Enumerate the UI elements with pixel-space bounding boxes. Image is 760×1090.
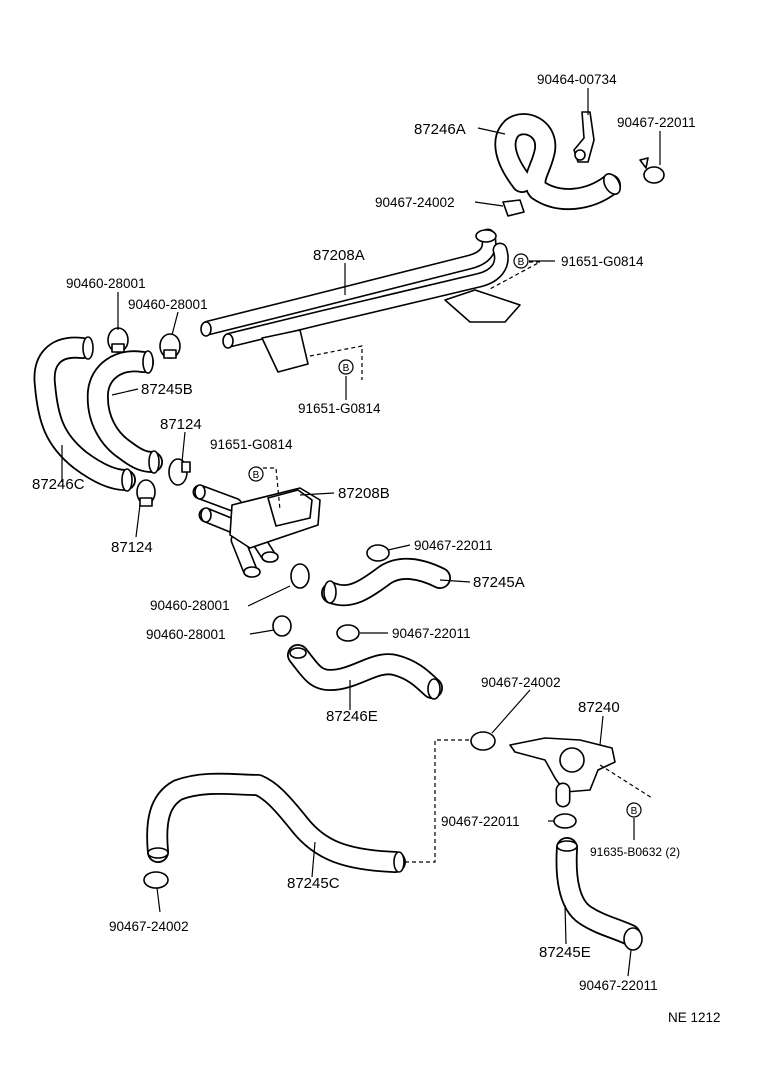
label-87124-top: 87124 [160,416,202,433]
clamp-87124-bottom [136,479,156,507]
diagram-reference-code: NE 1212 [668,1010,721,1025]
clamp-90467-22011-top [639,157,665,184]
dashed-lines [263,261,653,863]
label-90467-24002-bottom: 90467-24002 [109,919,189,934]
label-87246C: 87246C [32,476,85,493]
clamp-90467-24002-mid [470,731,496,751]
clamp-87124-top [168,458,191,486]
label-90460-28001-a: 90460-28001 [66,276,146,291]
label-90467-24002-mid: 90467-24002 [481,675,561,690]
pipe-87208B [192,484,321,578]
label-91651-G0814-low: 91651-G0814 [210,437,293,452]
label-90464-00734: 90464-00734 [537,72,617,87]
clamp-90460-28001-a [107,327,129,353]
clamp-90467-22011-mid [366,544,390,562]
clamp-90460-28001-b [159,333,181,359]
part-labels: 90464-00734 87246A 90467-22011 90467-240… [32,72,721,1025]
clamp-90467-24002-bottom [143,871,169,889]
svg-text:B: B [253,470,260,481]
clamp-90467-22011-bottom [623,927,643,951]
label-90467-22011-mid: 90467-22011 [414,538,493,553]
label-91651-G0814-right: 91651-G0814 [561,254,644,269]
label-87245C: 87245C [287,875,340,892]
label-90467-22011-top: 90467-22011 [617,115,696,130]
hose-87246C [33,336,136,492]
svg-text:B: B [631,806,638,817]
label-90460-28001-b: 90460-28001 [128,297,208,312]
svg-text:B: B [518,257,525,268]
clamp-90467-22011-valve [553,813,577,829]
clamp-90467-24002-top [502,199,525,217]
label-87245B: 87245B [141,381,193,398]
clamp-90460-28001-d [272,615,292,637]
clamp-90460-28001-c [290,563,310,589]
bolt-symbol-mid: B [338,359,354,375]
label-87208A: 87208A [313,247,365,264]
label-91635-B0632: 91635-B0632 (2) [590,845,680,859]
label-90460-28001-d: 90460-28001 [146,627,226,642]
label-90467-22011-low: 90467-22011 [392,626,471,641]
label-91651-G0814-mid: 91651-G0814 [298,401,381,416]
label-90467-22011-bottom: 90467-22011 [579,978,658,993]
bracket-90464-00734 [573,111,595,163]
hose-87246E [287,644,443,700]
pipe-87208A [200,228,521,373]
label-87245E: 87245E [539,944,591,961]
label-90467-22011-valve: 90467-22011 [441,814,520,829]
label-90460-28001-c: 90460-28001 [150,598,230,613]
label-90467-24002-top: 90467-24002 [375,195,455,210]
bolt-symbol-valve: B [626,802,642,818]
label-87240: 87240 [578,699,620,716]
leader-lines [61,88,661,977]
bolt-symbol-right: B [513,253,529,269]
valve-87240 [509,737,616,808]
svg-text:B: B [343,363,350,374]
bolt-symbol-low: B [248,466,264,482]
hose-87245C [146,772,406,873]
label-87208B: 87208B [338,485,390,502]
hose-87246A [494,113,621,211]
hose-87245A [321,557,451,607]
label-87124-bottom: 87124 [111,539,153,556]
label-87246A: 87246A [414,121,466,138]
label-87246E: 87246E [326,708,378,725]
label-87245A: 87245A [473,574,525,591]
hose-87245B [86,350,163,474]
hose-87245E [555,837,641,946]
clamp-90467-22011-low [336,624,360,642]
